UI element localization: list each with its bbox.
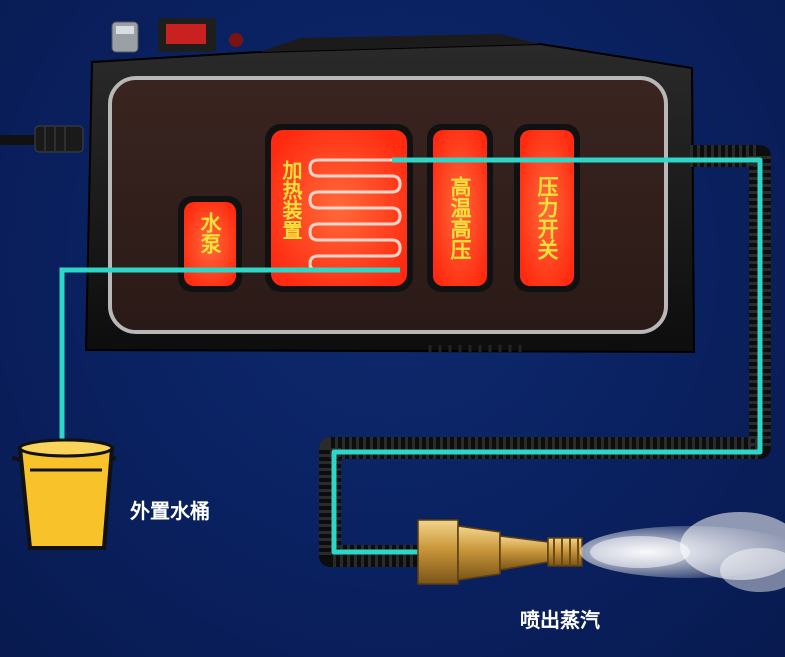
pressure-switch-module [514, 124, 580, 292]
steam-nozzle-icon [417, 519, 583, 585]
heater-module [265, 124, 413, 292]
high-temp-label: 高温高压 [448, 176, 472, 260]
pump-label: 水泵 [198, 212, 222, 254]
steam-caption: 喷出蒸汽 [520, 608, 600, 632]
water-bucket-icon [11, 438, 117, 550]
steam-cloud [580, 512, 785, 592]
bucket-caption: 外置水桶 [130, 499, 210, 523]
power-cord [0, 125, 84, 153]
heating-coil [308, 158, 402, 272]
high-temp-module [427, 124, 493, 292]
water-flow-line [59, 157, 763, 555]
heater-label: 加热装置 [279, 160, 303, 240]
steam-hose [319, 145, 771, 567]
pressure-switch-label: 压力开关 [535, 176, 559, 260]
top-controls [111, 18, 243, 53]
